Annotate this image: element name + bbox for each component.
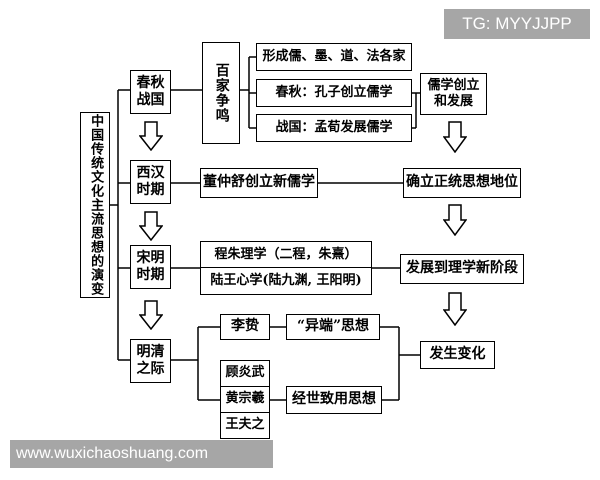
arrow-down-icon (443, 204, 467, 236)
arrow-down-icon (443, 121, 467, 153)
chunqiu-item-1: 形成儒、墨、道、法各家 (256, 43, 412, 71)
era-mingqing: 明清之际 (130, 339, 171, 383)
mingqing-person: 李贽 (220, 314, 270, 340)
chunqiu-item-3: 战国：孟荀发展儒学 (256, 114, 412, 142)
songming-result: 发展到理学新阶段 (400, 254, 524, 284)
era-chunqiu: 春秋战国 (130, 70, 171, 114)
watermark-top: TG: MYYJJPP (444, 9, 590, 39)
arrow-down-icon (139, 121, 163, 151)
mingqing-group-3: 王夫之 (220, 412, 270, 439)
watermark-bottom-url: www.wuxichaoshuang.com (10, 440, 273, 468)
mingqing-result: 发生变化 (420, 341, 495, 369)
mingqing-group-1: 顾炎武 (220, 360, 270, 387)
chunqiu-item-2: 春秋：孔子创立儒学 (256, 79, 412, 107)
era-songming: 宋明时期 (130, 245, 171, 289)
baijia-zhengming: 百家争鸣 (202, 42, 240, 144)
xihan-result: 确立正统思想地位 (403, 168, 521, 198)
mingqing-idea: “异端”思想 (286, 314, 380, 340)
era-xihan: 西汉时期 (130, 160, 171, 204)
xihan-item: 董仲舒创立新儒学 (200, 168, 318, 198)
arrow-down-icon (139, 211, 163, 241)
arrow-down-icon (139, 300, 163, 330)
mingqing-group-idea: 经世致用思想 (286, 386, 382, 414)
chunqiu-result: 儒学创立和发展 (420, 73, 487, 115)
songming-item-2: 陆王心学(陆九渊, 王阳明) (200, 267, 372, 295)
songming-item-1: 程朱理学（二程，朱熹） (200, 241, 372, 269)
mingqing-group-2: 黄宗羲 (220, 386, 270, 413)
root-title: 中国传统文化主流思想的演变 (80, 112, 110, 298)
arrow-down-icon (443, 292, 467, 326)
